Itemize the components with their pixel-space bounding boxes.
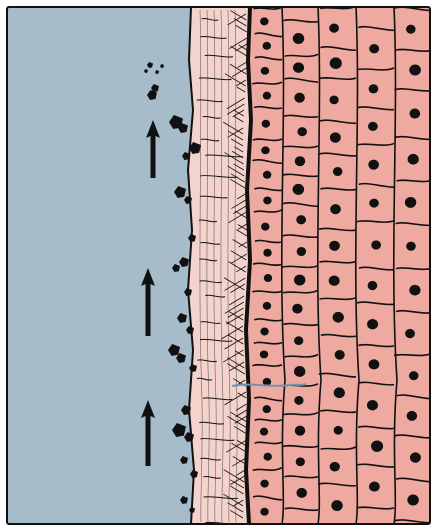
cell-wall <box>432 7 435 524</box>
nucleus <box>367 319 378 329</box>
nucleus <box>369 359 380 369</box>
nucleus <box>264 274 272 282</box>
nucleus <box>334 387 345 398</box>
nucleus <box>262 120 270 128</box>
nucleus <box>261 67 269 75</box>
nucleus <box>293 62 304 72</box>
nucleus <box>369 44 379 53</box>
nucleus <box>296 488 306 498</box>
nucleus <box>297 127 307 136</box>
nucleus <box>263 92 271 100</box>
nucleus <box>260 428 268 436</box>
nucleus <box>293 184 305 195</box>
nucleus <box>408 154 419 165</box>
nucleus <box>410 109 421 119</box>
nucleus <box>329 276 340 286</box>
nucleus <box>329 241 340 251</box>
nucleus <box>409 371 419 380</box>
nucleus <box>330 462 340 472</box>
cell-wall <box>254 526 282 528</box>
nucleus <box>294 336 303 345</box>
nucleus <box>260 350 268 358</box>
nucleus <box>293 33 305 44</box>
connective-layer <box>188 7 251 524</box>
nucleus <box>368 160 379 170</box>
nucleus <box>263 302 271 310</box>
nucleus <box>410 452 421 462</box>
nucleus <box>264 453 272 461</box>
nucleus <box>406 242 416 251</box>
nucleus <box>369 84 379 93</box>
nucleus <box>296 215 306 224</box>
nucleus <box>330 204 341 214</box>
nucleus <box>371 440 383 451</box>
nucleus <box>263 249 271 257</box>
nucleus <box>333 312 344 323</box>
nucleus <box>369 199 379 208</box>
nucleus <box>406 25 416 34</box>
nucleus <box>329 95 338 104</box>
nucleus <box>294 396 303 405</box>
nucleus <box>371 240 381 249</box>
nucleus <box>331 500 342 511</box>
nucleus <box>409 285 420 296</box>
nucleus <box>407 411 417 421</box>
nucleus <box>294 366 305 377</box>
nucleus <box>368 122 378 131</box>
nucleus <box>260 480 268 488</box>
nucleus <box>263 171 271 179</box>
nucleus <box>369 481 380 491</box>
nucleus <box>407 495 418 506</box>
nucleus <box>260 17 268 25</box>
nucleus <box>263 42 271 50</box>
nucleus <box>295 426 306 436</box>
nucleus <box>297 247 307 256</box>
nucleus <box>368 281 378 290</box>
nucleus <box>409 64 421 75</box>
nucleus <box>294 93 305 103</box>
nucleus <box>367 400 378 410</box>
nucleus <box>263 196 271 204</box>
fluid-region <box>7 7 197 524</box>
nucleus <box>296 457 305 466</box>
nucleus <box>405 329 415 338</box>
nucleus <box>292 304 302 314</box>
nucleus <box>335 350 345 360</box>
nucleus <box>295 156 305 166</box>
nucleus <box>330 132 341 142</box>
nucleus <box>333 167 343 176</box>
nucleus <box>330 57 342 69</box>
nucleus <box>294 275 305 286</box>
nucleus <box>260 508 268 516</box>
nucleus <box>260 328 268 336</box>
nucleus <box>334 426 343 435</box>
nucleus <box>261 146 269 154</box>
nucleus <box>405 197 416 208</box>
nucleus <box>261 223 269 231</box>
nucleus <box>329 24 339 33</box>
nucleus <box>263 405 271 413</box>
